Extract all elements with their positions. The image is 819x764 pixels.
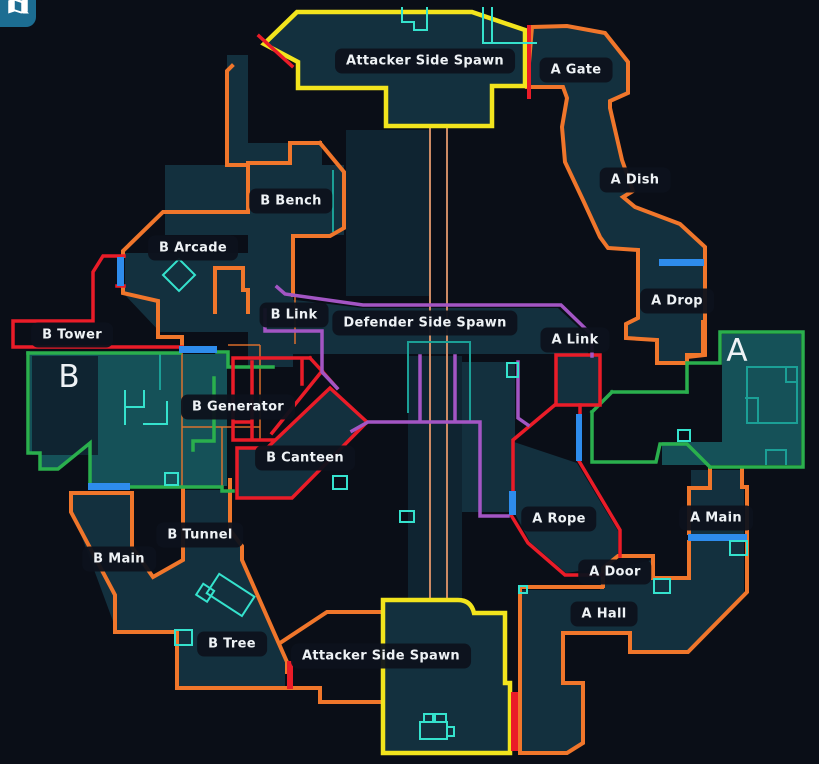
orange-walls: [69, 23, 749, 755]
wall-b-corridor-outer: [121, 63, 250, 348]
map-label-a-hall: A Hall: [570, 601, 638, 627]
cart-wheel: [194, 582, 216, 604]
spawn-cart-top-right: [434, 713, 447, 723]
map-label-a-dish: A Dish: [599, 167, 671, 193]
purple-a-link-stub: [516, 360, 531, 428]
dim-structures: [159, 170, 798, 465]
map-label-b-tower: B Tower: [31, 322, 113, 348]
map-label-a-link: A Link: [540, 327, 610, 353]
cart-body: [205, 572, 256, 618]
object-b-tree-cart: [194, 572, 256, 618]
object-box-b-tree: [174, 629, 193, 646]
door-a-drop: [659, 259, 704, 266]
mid-box-outline: [407, 341, 471, 423]
object-top-spawn-steps: [401, 7, 428, 31]
site-a-letter: A: [726, 333, 748, 369]
green-b-site-left: [26, 351, 92, 486]
door-b-tree: [287, 661, 293, 689]
spawn-cart-nub: [446, 726, 455, 737]
object-box-defender-spawn: [506, 362, 519, 378]
wall-b-link-steps: [213, 266, 250, 314]
red-b-tower: [11, 254, 184, 349]
map-label-b-bench: B Bench: [249, 188, 333, 214]
object-b-arcade-diamond: [161, 257, 197, 293]
asite-inner-room: [745, 366, 798, 465]
map-label-b-generator: B Generator: [180, 394, 296, 420]
wall-a-site-top-stub: [685, 320, 705, 365]
door-a-main: [688, 534, 747, 541]
map-icon: [8, 0, 29, 14]
map-label-a-door: A Door: [578, 559, 652, 585]
object-box-a-drop: [677, 429, 691, 442]
door-a-rope-bottom: [509, 491, 516, 515]
map-label-defender-side-spawn: Defender Side Spawn: [332, 310, 518, 336]
object-box-a-hall: [653, 578, 671, 594]
floor-mid-bottom: [408, 356, 462, 598]
floor-bbench-corridor: [227, 55, 248, 167]
map-label-b-link: B Link: [259, 302, 329, 328]
red-door-markers: [287, 661, 518, 751]
map-label-b-arcade: B Arcade: [148, 235, 238, 261]
object-box-b-site: [164, 472, 179, 486]
green-a-site-loop: [685, 330, 805, 469]
object-b-site-steps: [124, 390, 168, 425]
wall-b-tree-bottom: [175, 610, 385, 704]
map-label-b-tree: B Tree: [197, 631, 267, 657]
floor-mid-top: [346, 130, 430, 296]
map-label-a-rope: A Rope: [521, 506, 597, 532]
door-b-arcade: [117, 257, 124, 286]
green-b-site-bottom: [128, 485, 235, 493]
map-label-b-main: B Main: [82, 546, 156, 572]
red-routes: [11, 25, 622, 577]
orange-thin-lines: [181, 295, 296, 527]
thin-b-generator-box: [181, 295, 296, 527]
map-label-b-tunnel: B Tunnel: [156, 522, 244, 548]
map-label-attacker-side-spawn-top: Attacker Side Spawn: [335, 48, 515, 74]
door-markers: [88, 257, 747, 541]
floor-a-hall: [521, 545, 744, 751]
spawn-cart-top-left: [423, 713, 434, 723]
mid-door-tracks: [429, 128, 448, 598]
wall-b-bench-inner: [246, 140, 346, 297]
red-a-rope-path: [508, 401, 622, 577]
map-layer-button[interactable]: [0, 0, 36, 27]
wall-bottom-spawn: [380, 597, 513, 756]
object-box-a-main: [729, 540, 748, 556]
purple-mid-bottom: [349, 354, 510, 518]
site-b-letter: B: [58, 359, 80, 395]
map-label-attacker-side-spawn-bottom: Attacker Side Spawn: [291, 643, 471, 669]
object-box-market: [399, 510, 415, 523]
object-a-gate-lines: [482, 7, 537, 44]
red-top-spawn-diag: [256, 33, 295, 69]
object-box-a-hall-corner: [518, 585, 528, 594]
floor-b-site-dark: [32, 356, 98, 455]
cyan-objects: [124, 7, 748, 740]
map-label-b-canteen: B Canteen: [255, 445, 355, 471]
object-box-mid-left: [332, 475, 348, 490]
door-b-tower: [179, 346, 217, 353]
door-a-rope-top: [576, 414, 582, 461]
map-label-a-drop: A Drop: [640, 288, 714, 314]
red-a-link-box: [554, 353, 602, 407]
map-label-a-main: A Main: [679, 505, 753, 531]
door-bottom-spawn-right: [511, 692, 518, 751]
green-a-connector: [589, 389, 713, 470]
map-label-a-gate: A Gate: [539, 57, 613, 83]
door-b-site-bottom: [88, 483, 130, 490]
object-spawn-cart: [419, 713, 455, 740]
